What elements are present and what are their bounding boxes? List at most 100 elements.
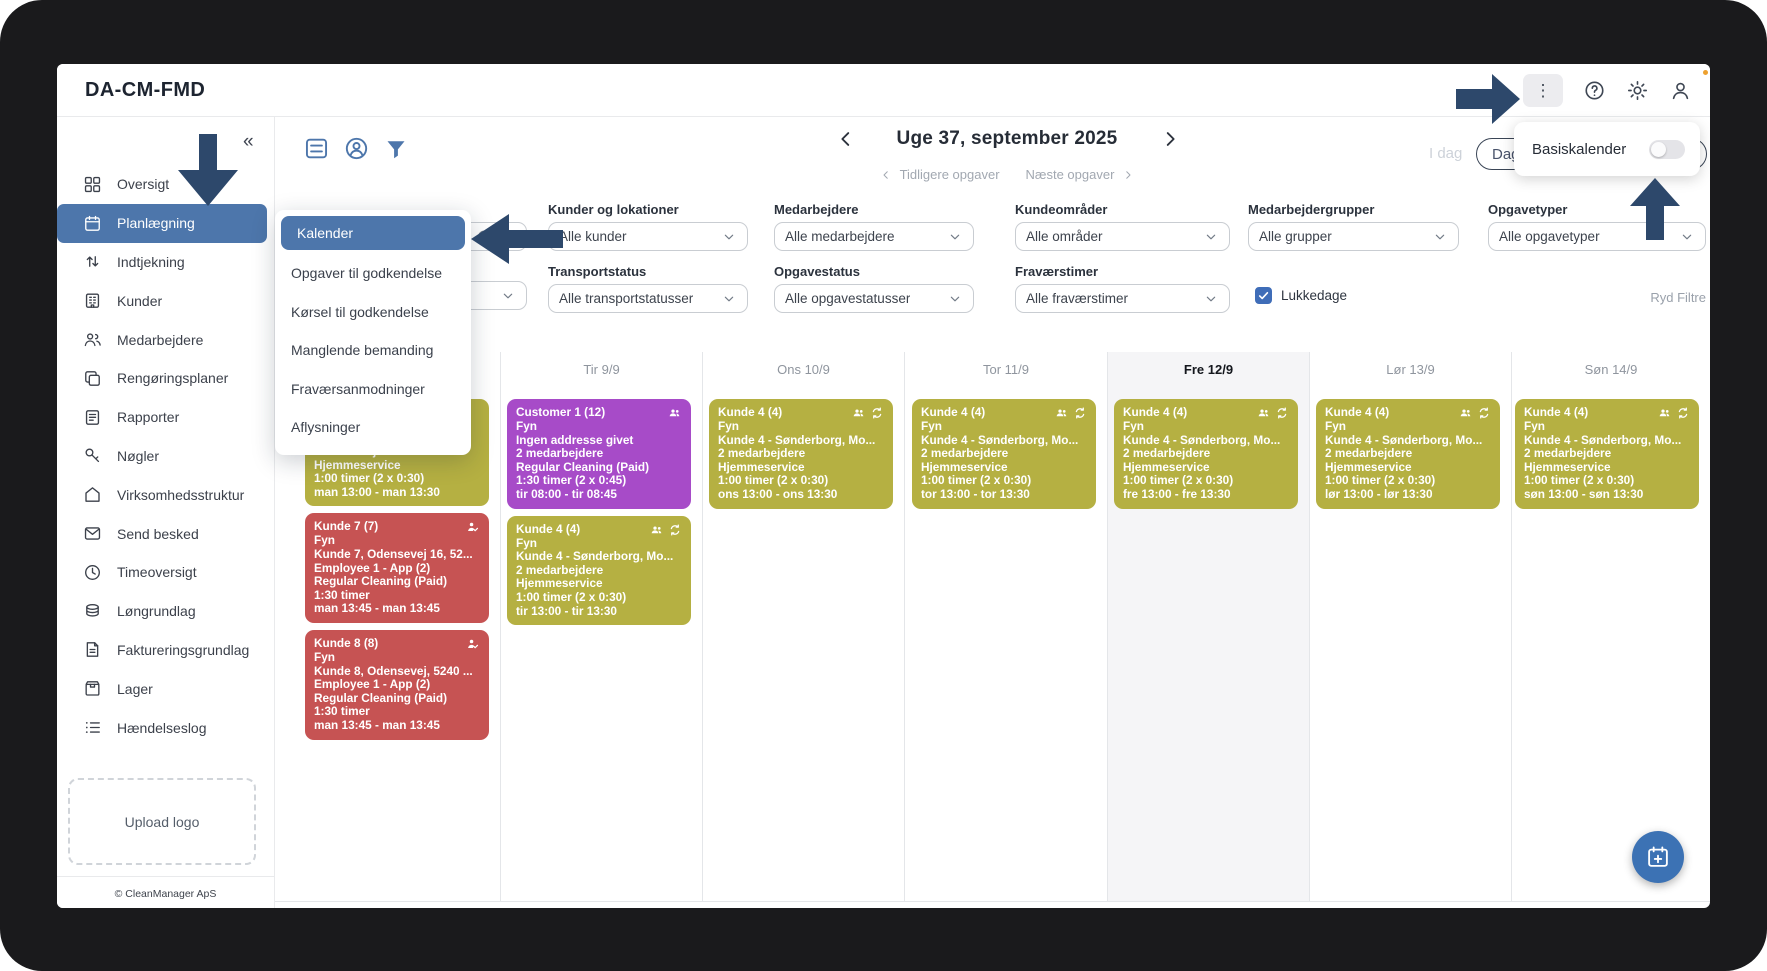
card-icons <box>1459 406 1491 420</box>
menu-item-kalender[interactable]: Kalender <box>281 216 465 250</box>
sidebar-item-virksomhedsstruktur[interactable]: Virksomhedsstruktur <box>57 475 274 514</box>
lukkedage-checkbox[interactable] <box>1255 287 1272 304</box>
filter-select-opgavetyper[interactable]: Alle opgavetyper <box>1488 222 1706 251</box>
sidebar-item-nøgler[interactable]: Nøgler <box>57 437 274 476</box>
upload-logo-button[interactable]: Upload logo <box>68 778 256 865</box>
menu-item-opgaver-til-godkendelse[interactable]: Opgaver til godkendelse <box>291 265 442 282</box>
card-line: Fyn <box>516 420 537 433</box>
filter-select-kundeområder[interactable]: Alle områder <box>1015 222 1230 251</box>
sidebar-item-label: Faktureringsgrundlag <box>117 641 250 658</box>
sidebar-item-medarbejdere[interactable]: Medarbejdere <box>57 320 274 359</box>
filter-select-medarbejdergrupper[interactable]: Alle grupper <box>1248 222 1459 251</box>
menu-item-kørsel-til-godkendelse[interactable]: Kørsel til godkendelse <box>291 303 429 320</box>
card-line: Kunde 4 - Sønderborg, Mo... <box>921 433 1079 447</box>
next-week-button[interactable] <box>1159 128 1181 150</box>
sidebar-item-lager[interactable]: Lager <box>57 669 274 708</box>
card-line: 1:00 timer (2 x 0:30) <box>1524 474 1635 488</box>
card-title-row: Kunde 4 (4) <box>921 406 1087 420</box>
card-icons <box>466 637 480 651</box>
menu-item-aflysninger[interactable]: Aflysninger <box>291 419 361 436</box>
sidebar-item-oversigt[interactable]: Oversigt <box>57 165 274 204</box>
updown-icon <box>83 252 102 271</box>
card-line: Regular Cleaning (Paid) <box>314 691 448 705</box>
card-icons <box>852 406 884 420</box>
filter-select-fraværstimer[interactable]: Alle fraværstimer <box>1015 284 1230 313</box>
filter-label: Medarbejdere <box>774 202 859 217</box>
card-line: Fyn <box>314 650 335 664</box>
week-title: Uge 37, september 2025 <box>896 128 1118 149</box>
collapse-sidebar-icon[interactable]: « <box>243 131 254 152</box>
card-line: Regular Cleaning (Paid) <box>314 575 448 589</box>
card-title: Kunde 4 (4) <box>1524 406 1589 419</box>
menu-item-fraværsanmodninger[interactable]: Fraværsanmodninger <box>291 380 425 397</box>
sidebar-item-planlægning[interactable]: Planlægning <box>57 203 267 243</box>
building-icon <box>83 291 102 310</box>
card-line: Employee 1 - App (2) <box>314 561 431 575</box>
previous-tasks-link[interactable]: Tidligere opgaver <box>880 167 1000 182</box>
card-line: 2 medarbejdere <box>921 447 1009 461</box>
people-icon <box>83 330 102 349</box>
filter-funnel-icon[interactable] <box>384 137 408 161</box>
card-title: Kunde 4 (4) <box>1325 406 1390 419</box>
help-icon[interactable] <box>1583 79 1606 102</box>
sidebar-item-send-besked[interactable]: Send besked <box>57 514 274 553</box>
next-tasks-link[interactable]: Næste opgaver <box>1026 167 1135 182</box>
card-title: Customer 1 (12) <box>516 406 606 419</box>
user-profile-icon[interactable] <box>1669 79 1692 102</box>
calendar-icon <box>83 214 102 233</box>
chevron-down-icon <box>500 288 516 304</box>
add-task-button[interactable] <box>1632 831 1684 883</box>
topbar: DA-CM-FMD ⋮ <box>57 64 1710 117</box>
sidebar-item-indtjekning[interactable]: Indtjekning <box>57 243 274 282</box>
chevron-down-icon <box>947 291 963 307</box>
people-group-icon <box>1459 406 1473 420</box>
list-view-icon[interactable] <box>303 135 330 162</box>
card-icons <box>668 406 682 420</box>
filter-select-transportstatus[interactable]: Alle transportstatusser <box>548 284 748 313</box>
sidebar-item-rengøringsplaner[interactable]: Rengøringsplaner <box>57 359 274 398</box>
filter-select-kunder-og-lokationer[interactable]: Alle kunder <box>548 222 748 251</box>
filter-select-opgavestatus[interactable]: Alle opgavestatusser <box>774 284 974 313</box>
sidebar-item-løngrundlag[interactable]: Løngrundlag <box>57 592 274 631</box>
person-view-icon[interactable] <box>343 135 370 162</box>
more-options-button[interactable]: ⋮ <box>1523 74 1563 107</box>
clear-filters-link[interactable]: Ryd Filtre <box>1650 290 1706 305</box>
sidebar-item-timeoversigt[interactable]: Timeoversigt <box>57 553 274 592</box>
settings-gear-icon[interactable] <box>1626 79 1649 102</box>
sidebar-item-faktureringsgrundlag[interactable]: Faktureringsgrundlag <box>57 631 274 670</box>
card-icons <box>466 520 480 534</box>
sidebar-item-hændelseslog[interactable]: Hændelseslog <box>57 708 274 747</box>
card-line: Employee 1 - App (2) <box>314 678 431 692</box>
annotation-arrow-up <box>1630 178 1680 240</box>
sidebar-item-kunder[interactable]: Kunder <box>57 281 274 320</box>
sidebar-item-label: Kunder <box>117 292 163 309</box>
sync-icon <box>870 406 884 420</box>
sidebar-item-rapporter[interactable]: Rapporter <box>57 398 274 437</box>
people-group-icon <box>650 523 664 537</box>
previous-tasks-label: Tidligere opgaver <box>899 167 1000 182</box>
card-icons <box>1658 406 1690 420</box>
filter-select-medarbejdere[interactable]: Alle medarbejdere <box>774 222 974 251</box>
basiskalender-toggle[interactable] <box>1649 139 1685 159</box>
sidebar-item-label: Virksomhedsstruktur <box>117 486 245 503</box>
select-value: Alle grupper <box>1259 229 1332 244</box>
previous-week-button[interactable] <box>835 128 857 150</box>
sidebar-item-label: Lager <box>117 680 153 697</box>
today-button[interactable]: I dag <box>1429 145 1463 162</box>
card-title: Kunde 4 (4) <box>921 406 986 419</box>
card-line: Kunde 4 - Sønderborg, Mo... <box>1325 433 1483 447</box>
menu-item-manglende-bemanding[interactable]: Manglende bemanding <box>291 342 434 359</box>
